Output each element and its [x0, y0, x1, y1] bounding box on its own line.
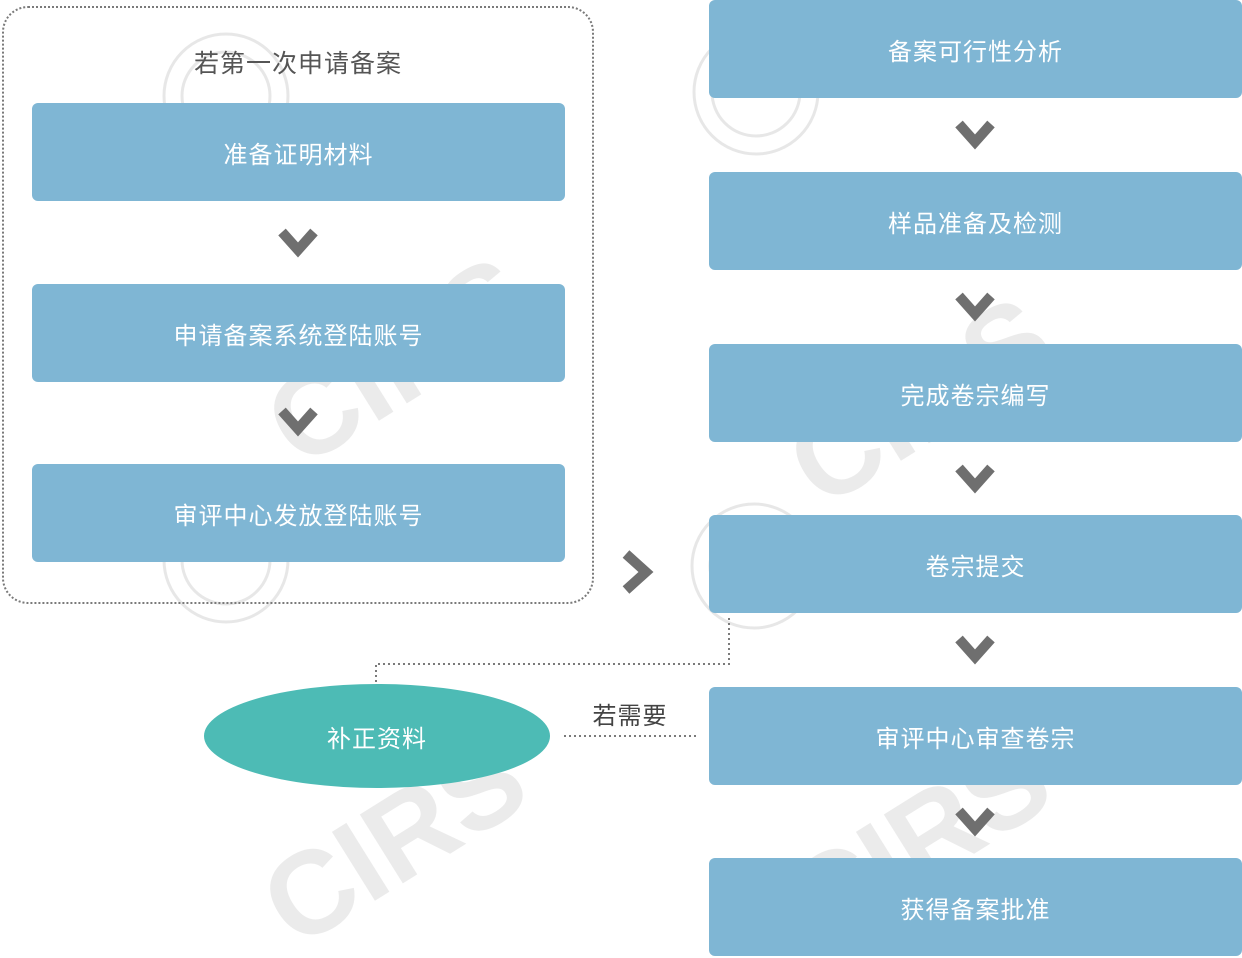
chevron-down-icon: [278, 226, 318, 262]
step-apply-account: 申请备案系统登陆账号: [32, 284, 565, 382]
chevron-down-icon: [278, 405, 318, 441]
step-filing-approved: 获得备案批准: [709, 858, 1242, 956]
step-issue-account: 审评中心发放登陆账号: [32, 464, 565, 562]
chevron-down-icon: [955, 805, 995, 841]
chevron-down-icon: [955, 118, 995, 154]
chevron-down-icon: [955, 633, 995, 669]
first-filing-group-title: 若第一次申请备案: [193, 49, 402, 78]
condition-label: 若需要: [592, 702, 668, 730]
supplement-materials-node: 补正资料: [204, 684, 550, 788]
step-feasibility-analysis: 备案可行性分析: [709, 0, 1242, 98]
first-filing-group: [2, 6, 594, 604]
chevron-down-icon: [955, 290, 995, 326]
step-dossier-submission: 卷宗提交: [709, 515, 1242, 613]
chevron-down-icon: [955, 462, 995, 498]
step-sample-testing: 样品准备及检测: [709, 172, 1242, 270]
chevron-right-icon: [618, 550, 658, 594]
step-dossier-review: 审评中心审查卷宗: [709, 687, 1242, 785]
step-prepare-documents: 准备证明材料: [32, 103, 565, 201]
loop-back-line: [375, 618, 730, 684]
step-dossier-writing: 完成卷宗编写: [709, 344, 1242, 442]
